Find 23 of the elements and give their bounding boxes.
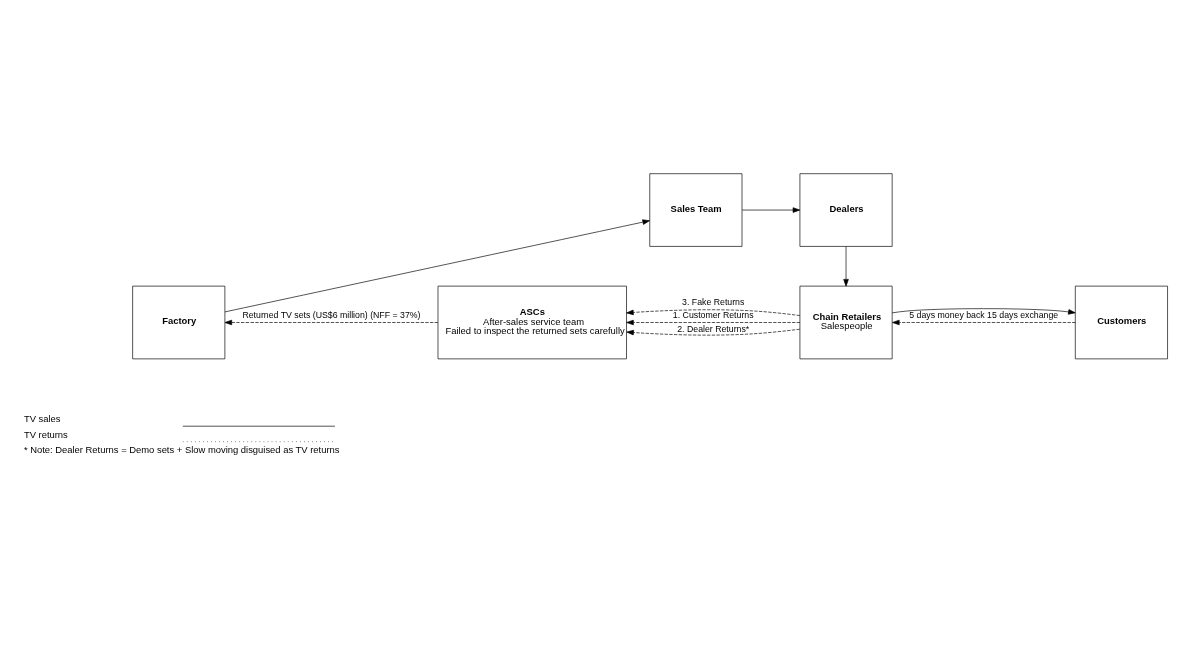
arrow xyxy=(891,308,1076,315)
edge-label: 1. Customer Returns xyxy=(672,310,754,321)
arrow xyxy=(626,328,801,336)
node-box: Sales Team xyxy=(649,173,743,247)
node-box: Customers xyxy=(1074,285,1168,360)
arrow xyxy=(892,319,1076,326)
node-box: Dealers xyxy=(799,173,893,247)
node-box: ASCs After-sales service team Failed to inspect the returned sets carefully xyxy=(437,285,627,360)
legend-label: TV returns xyxy=(23,428,68,440)
label: * Note: Dealer Returns = Demo sets + Slow moving disguised as TV returns xyxy=(23,444,340,456)
edge-label: 2. Dealer Returns* xyxy=(677,323,750,334)
arrow xyxy=(626,309,801,316)
edge-label: 3. Fake Returns xyxy=(682,296,745,307)
node-box: Factory xyxy=(132,285,226,360)
arrow xyxy=(224,219,650,313)
arrow xyxy=(626,319,801,326)
node-box: Chain Retailers Salespeople xyxy=(799,285,893,360)
edge-label: 5 days money back 15 days exchange xyxy=(909,310,1059,321)
edge-label: Returned TV sets (US$6 million) (NFF = 37%) xyxy=(242,310,421,321)
legend-label: TV sales xyxy=(23,413,61,425)
arrow xyxy=(224,319,439,326)
arrow xyxy=(741,207,801,213)
arrow xyxy=(843,246,849,287)
